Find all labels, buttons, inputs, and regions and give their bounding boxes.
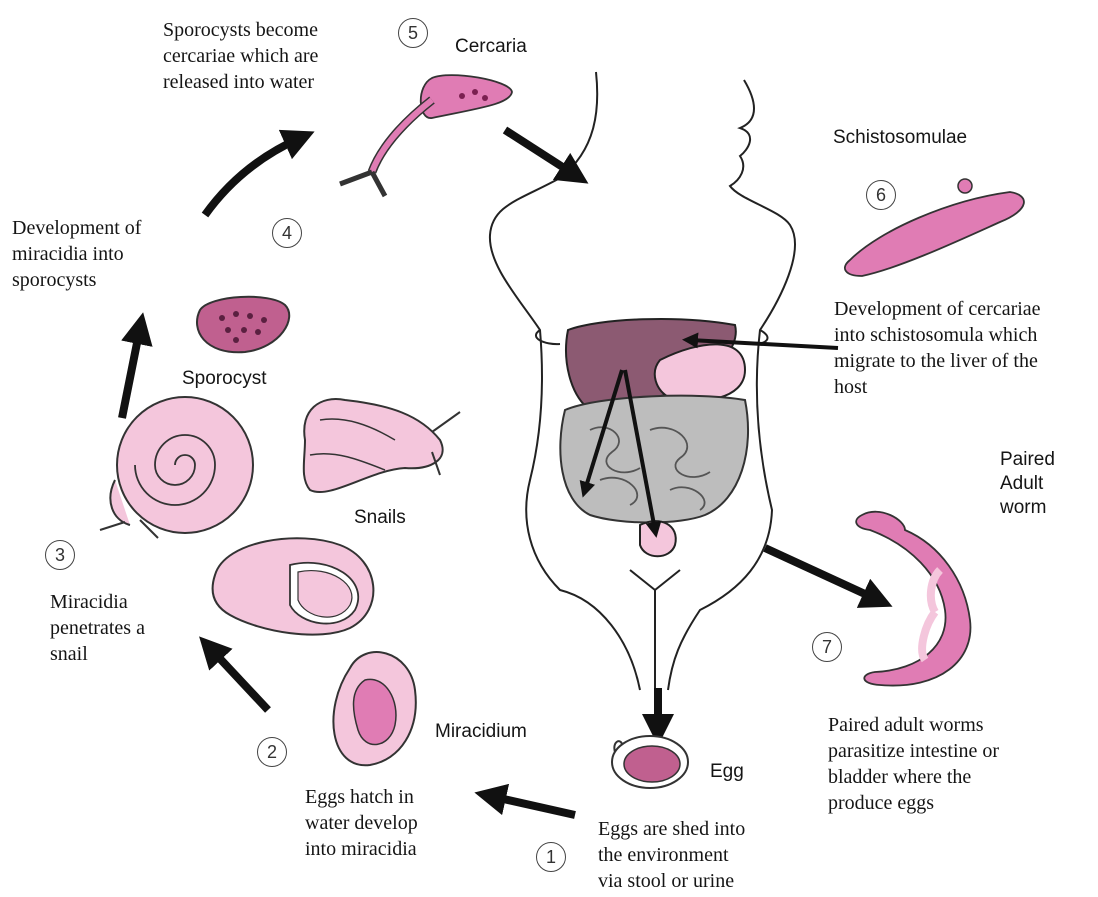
step-number-badge: 5 bbox=[398, 18, 428, 48]
sporocyst-illustration bbox=[197, 297, 289, 352]
step-7-caption: Paired adult worms parasitize intestine … bbox=[828, 712, 999, 816]
intestines-shape bbox=[560, 396, 748, 523]
stage-label-schistosomulae: Schistosomulae bbox=[833, 126, 967, 150]
stage-label-miracidium: Miracidium bbox=[435, 720, 527, 744]
step-2-caption: Eggs hatch in water develop into miracid… bbox=[305, 784, 418, 862]
egg-illustration bbox=[612, 736, 688, 788]
step-number-badge: 2 bbox=[257, 737, 287, 767]
step-4-caption: Development of miracidia into sporocysts bbox=[12, 215, 141, 293]
step-number-badge: 6 bbox=[866, 180, 896, 210]
step-6-caption: Development of cercariae into schistosom… bbox=[834, 296, 1041, 400]
step-number-badge: 1 bbox=[536, 842, 566, 872]
stage-label-egg: Egg bbox=[710, 760, 744, 784]
bladder-shape bbox=[640, 521, 676, 556]
snail-illustration-2 bbox=[304, 399, 460, 492]
step-number-badge: 4 bbox=[272, 218, 302, 248]
stage-label-sporocyst: Sporocyst bbox=[182, 367, 266, 391]
stage-label-cercaria: Cercaria bbox=[455, 35, 527, 59]
step-number-badge: 7 bbox=[812, 632, 842, 662]
miracidium-illustration bbox=[333, 652, 415, 765]
step-3-caption: Miracidia penetrates a snail bbox=[50, 589, 145, 667]
cercaria-illustration bbox=[340, 75, 512, 196]
stage-label-paired-adult-worm: Paired Adult worm bbox=[1000, 448, 1055, 520]
stage-label-snails: Snails bbox=[354, 506, 406, 530]
step-5-caption: Sporocysts become cercariae which are re… bbox=[163, 17, 318, 95]
step-1-caption: Eggs are shed into the environment via s… bbox=[598, 816, 745, 894]
snail-illustration-3 bbox=[213, 538, 374, 634]
step-number-badge: 3 bbox=[45, 540, 75, 570]
